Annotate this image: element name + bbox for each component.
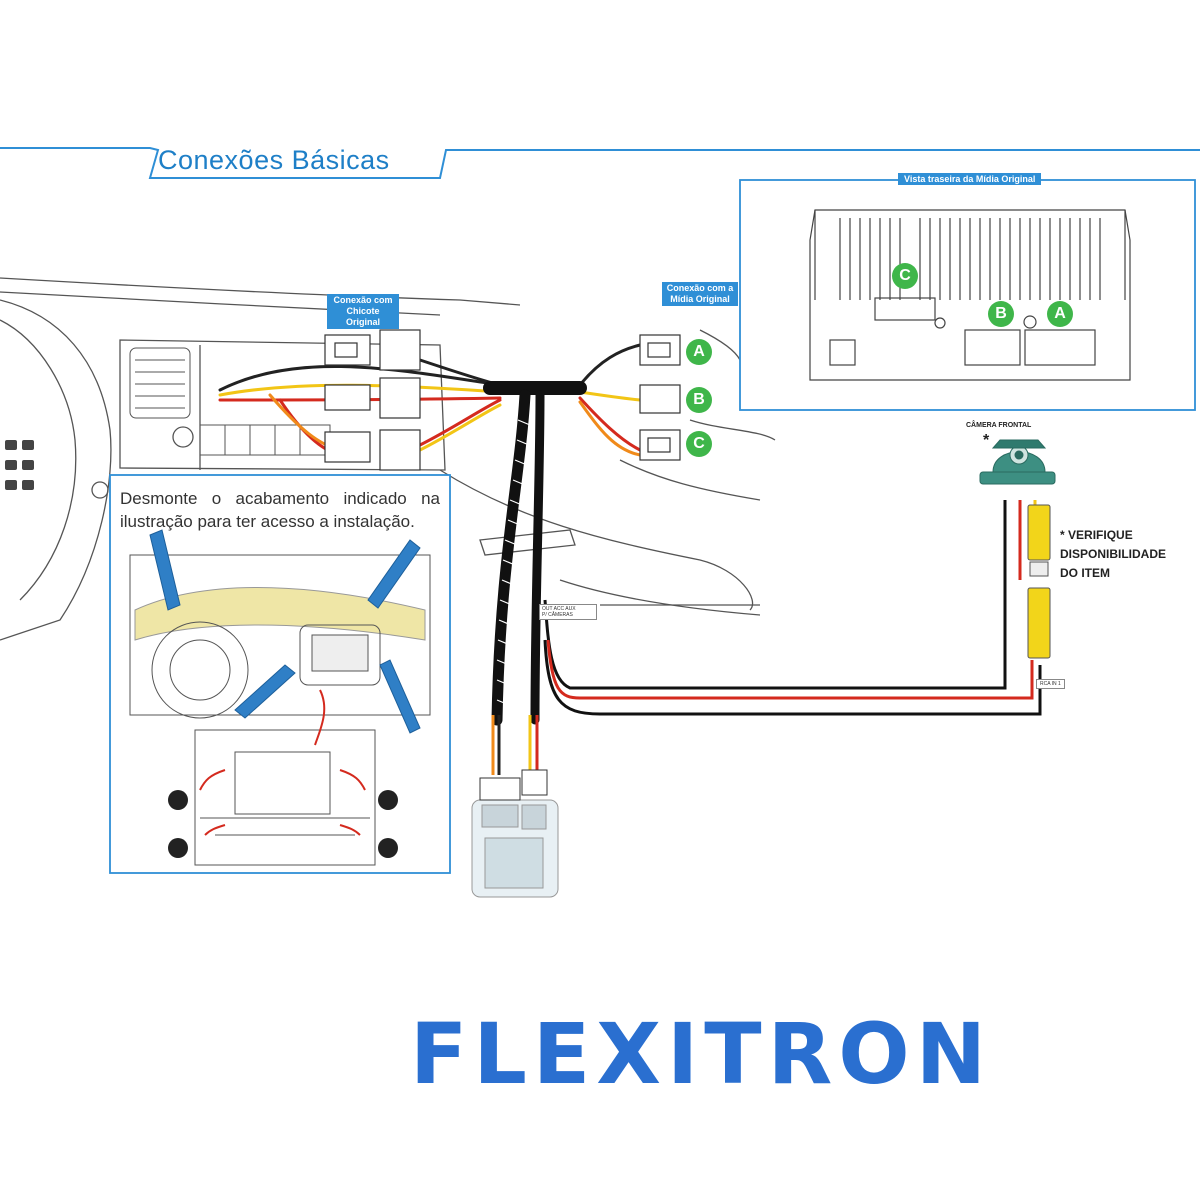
verify-line-1: VERIFIQUE bbox=[1068, 528, 1133, 542]
camera-cable bbox=[543, 500, 1042, 716]
harness-trunk bbox=[483, 381, 587, 726]
interior-sketch bbox=[129, 554, 431, 866]
badge-rear-c: C bbox=[892, 263, 918, 289]
rear-view-frame bbox=[739, 179, 1196, 411]
screws bbox=[168, 790, 398, 858]
removal-arrows bbox=[199, 689, 366, 836]
interface-module bbox=[471, 769, 559, 898]
radio-unit-back bbox=[809, 209, 1131, 381]
rca-connector bbox=[1027, 504, 1051, 659]
verify-asterisk: * bbox=[1060, 528, 1065, 542]
steering-controls bbox=[5, 440, 34, 490]
title-frame bbox=[0, 147, 1200, 179]
badge-rear-a: A bbox=[1047, 301, 1073, 327]
badge-connector-c: C bbox=[686, 431, 712, 457]
section-title: Conexões Básicas bbox=[158, 145, 390, 175]
brand-logo: FLEXITRON bbox=[410, 1005, 992, 1103]
instruction-text: Desmonte o acabamento indicado na ilustr… bbox=[120, 489, 440, 531]
out-cable-label: OUT ACC AUX P/ CÂMERAS bbox=[539, 604, 597, 620]
callout-midia-connection: Conexão com a Mídia Original bbox=[662, 282, 738, 306]
module-wires bbox=[491, 715, 539, 775]
pry-tools bbox=[149, 529, 421, 734]
verify-note: * VERIFIQUE DISPONIBILIDADE DO ITEM bbox=[1060, 526, 1166, 583]
rca-cable-label: RCA IN 1 bbox=[1036, 679, 1065, 689]
badge-connector-a: A bbox=[686, 339, 712, 365]
badge-rear-b: B bbox=[988, 301, 1014, 327]
verify-line-3: DO ITEM bbox=[1060, 566, 1110, 580]
badge-connector-b: B bbox=[686, 387, 712, 413]
harness-connectors bbox=[324, 329, 681, 471]
camera-label: CÂMERA FRONTAL bbox=[966, 422, 1032, 429]
harness-trunk-wrap bbox=[496, 419, 531, 706]
harness-wires bbox=[218, 343, 642, 457]
camera-asterisk: * bbox=[983, 432, 990, 449]
callout-chicote: Conexão com Chicote Original bbox=[327, 294, 399, 329]
air-vent bbox=[129, 347, 331, 456]
front-camera bbox=[979, 439, 1056, 485]
callout-rear-view: Vista traseira da Mídia Original bbox=[898, 173, 1042, 185]
verify-line-2: DISPONIBILIDADE bbox=[1060, 547, 1167, 561]
